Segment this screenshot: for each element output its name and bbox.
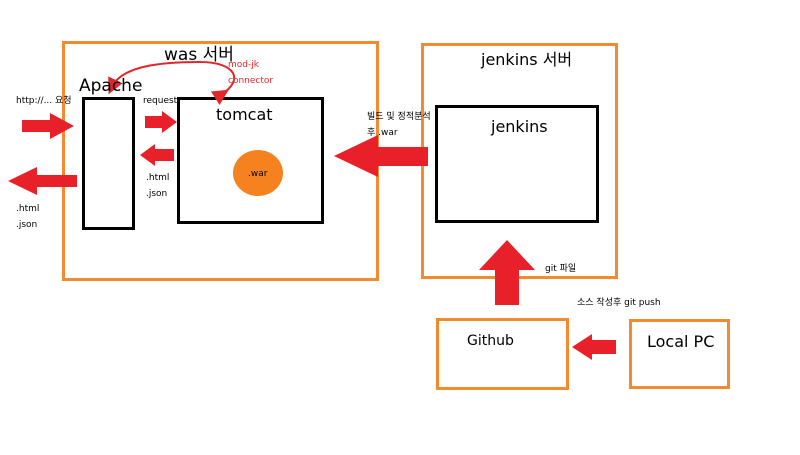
connector-label: connector xyxy=(228,76,274,86)
mod-jk-connector-arrow xyxy=(108,60,236,106)
jenkins-server-title: jenkins 서버 xyxy=(481,50,573,69)
outgoing-response-arrow xyxy=(8,167,77,195)
source-push-label: 소스 작성후 git push xyxy=(577,298,661,308)
github-label: Github xyxy=(467,333,514,349)
request-label: request xyxy=(143,96,178,106)
war-label: .war xyxy=(248,169,268,179)
outer-json-label: .json xyxy=(16,220,38,230)
local-pc-box xyxy=(629,319,730,389)
apache-label: Apache xyxy=(79,76,143,96)
local-pc-label: Local PC xyxy=(647,332,715,351)
apache-to-tomcat-request-arrow xyxy=(145,111,177,133)
github-box xyxy=(436,318,569,390)
incoming-request-arrow xyxy=(22,113,74,139)
localpc-to-github-arrow xyxy=(572,334,616,360)
github-to-jenkins-arrow xyxy=(479,240,535,305)
tomcat-box xyxy=(177,97,324,224)
inner-html-label: .html xyxy=(146,173,170,183)
mod-jk-label: mod-jk xyxy=(228,60,259,70)
jenkins-label: jenkins xyxy=(491,117,548,136)
after-war-label: 후 .war xyxy=(367,128,398,138)
jenkins-to-was-deploy-arrow xyxy=(334,135,428,177)
build-analysis-label: 빌드 및 정적분석 xyxy=(367,112,431,122)
jenkins-box xyxy=(435,105,599,223)
tomcat-label: tomcat xyxy=(216,105,273,124)
war-file-circle xyxy=(233,150,283,196)
http-request-label: http://... 요청 xyxy=(16,96,72,106)
git-file-label: git 파일 xyxy=(545,264,577,274)
tomcat-to-apache-response-arrow xyxy=(140,144,174,166)
outer-html-label: .html xyxy=(16,204,40,214)
inner-json-label: .json xyxy=(146,189,168,199)
was-server-title: was 서버 xyxy=(164,45,234,65)
